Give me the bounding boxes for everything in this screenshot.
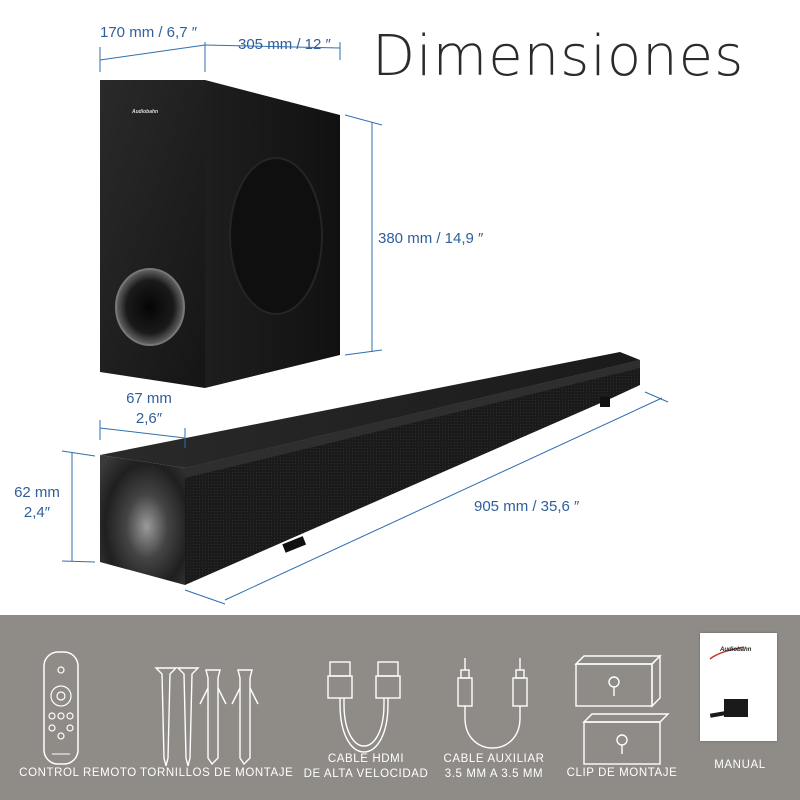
subwoofer-logo: Audiobahn xyxy=(131,109,158,115)
dimension-line-sub-width xyxy=(204,44,341,49)
dimension-label-bar-height-in: 2,4″ xyxy=(23,504,51,521)
accessory-label-hdmi-2: DE ALTA VELOCIDAD xyxy=(303,768,429,780)
accessory-label-aux-2: 3.5 MM A 3.5 MM xyxy=(444,768,544,780)
dimension-label-sub-height: 380 mm / 14,9 ″ xyxy=(378,230,484,247)
dimension-line-bar-length xyxy=(224,397,663,601)
aux-cable-icon xyxy=(457,658,528,749)
soundbar-endcap xyxy=(100,455,185,585)
screws-icon xyxy=(154,667,259,767)
dimension-line-sub-depth xyxy=(99,44,206,61)
dimension-label-bar-depth-in: 2,6″ xyxy=(135,410,163,427)
dimension-tick xyxy=(184,589,226,605)
dimension-tick xyxy=(61,450,96,457)
soundbar-top xyxy=(100,352,640,468)
bass-port-icon xyxy=(115,268,185,346)
accessory-label-remote: CONTROL REMOTO xyxy=(19,767,137,779)
soundbar-foot xyxy=(600,397,610,407)
dimension-label-sub-depth: 170 mm / 6,7 ″ xyxy=(100,24,198,41)
remote-control-icon xyxy=(43,651,79,765)
soundbar-top-edge xyxy=(185,360,640,478)
manual-icon: Audiobahn xyxy=(700,633,777,741)
manual-brand: Audiobahn xyxy=(720,647,752,653)
subwoofer: Audiobahn xyxy=(100,80,340,388)
dimension-tick xyxy=(344,349,383,356)
dimension-tick xyxy=(344,114,383,126)
soundbar-foot xyxy=(282,536,307,553)
dimension-label-bar-height-mm: 62 mm xyxy=(14,484,60,501)
product-drawing: Audiobahn xyxy=(61,42,669,605)
soundbar xyxy=(100,352,640,585)
page-title: Dimensiones xyxy=(372,24,745,89)
dimension-line-bar-depth xyxy=(99,427,186,439)
dimension-label-bar-length: 905 mm / 35,6 ″ xyxy=(474,498,580,515)
dimension-tick xyxy=(61,560,96,563)
accessory-label-manual: MANUAL xyxy=(714,759,766,771)
accessories-band xyxy=(0,615,800,800)
subwoofer-driver xyxy=(229,157,323,315)
accessory-label-aux-1: CABLE AUXILIAR xyxy=(443,753,545,765)
hdmi-cable-icon xyxy=(327,661,401,753)
soundbar-grille xyxy=(185,360,640,585)
dimension-lines xyxy=(61,42,669,605)
accessory-label-hdmi-1: CABLE HDMI xyxy=(327,753,405,765)
dimension-label-bar-depth-mm: 67 mm xyxy=(126,390,172,407)
mounting-clip-icon xyxy=(574,654,670,765)
accessory-label-screws: TORNILLOS DE MONTAJE xyxy=(140,767,294,779)
dimension-label-sub-width: 305 mm / 12 ″ xyxy=(238,36,331,53)
accessory-label-clip: CLIP DE MONTAJE xyxy=(566,767,678,779)
dimension-tick xyxy=(644,391,669,403)
